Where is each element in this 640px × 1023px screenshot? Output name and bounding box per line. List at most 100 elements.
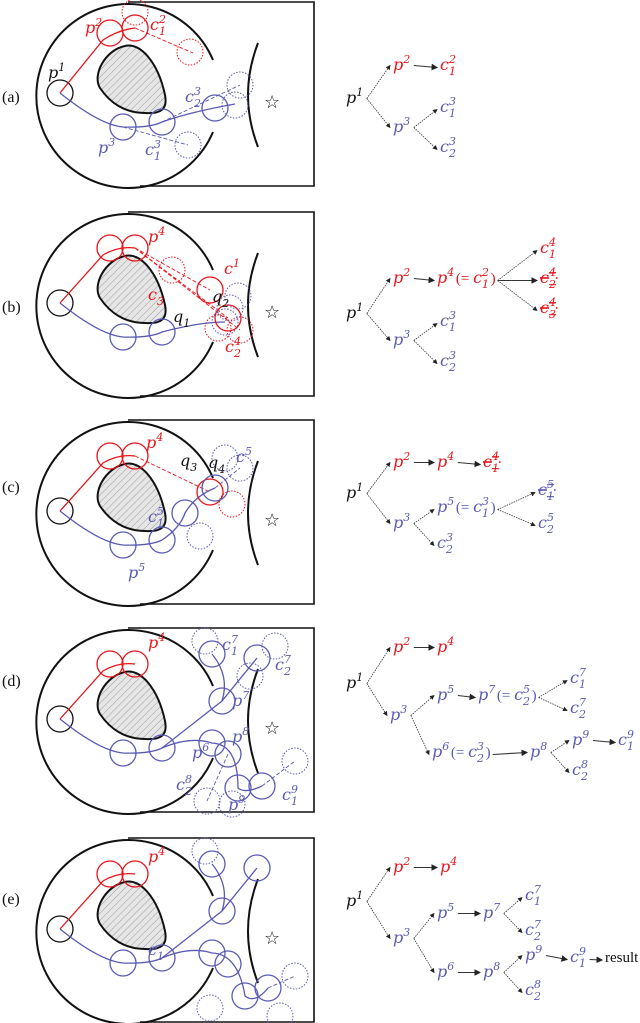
tree-edge-arrow <box>589 956 604 964</box>
workspace-boundary <box>128 211 315 397</box>
figure-label: c1 <box>224 257 242 278</box>
candidate-circle-red <box>121 0 149 26</box>
trajectory-blue <box>211 863 226 912</box>
tree-edge-arrow <box>413 127 438 151</box>
tree-edge-arrow <box>413 323 438 341</box>
tree-node: p4 <box>440 855 459 876</box>
figure-label: p9 <box>228 793 247 814</box>
tree-edge-arrow <box>413 63 439 71</box>
node-circle-blue <box>243 644 271 672</box>
tree-edge-arrow <box>366 866 391 902</box>
trajectory-red <box>59 455 136 512</box>
tree-edge-arrow <box>503 954 523 973</box>
figure-label: p7 <box>232 689 251 710</box>
candidate-circle-blue <box>226 454 254 482</box>
node-circle-red <box>196 478 224 506</box>
node-circle-blue <box>109 949 137 977</box>
tree-edge-arrow <box>545 954 569 962</box>
node-circle-blue <box>109 531 137 559</box>
tree-node: p7 <box>483 901 502 922</box>
candidate-circle-blue <box>191 837 219 865</box>
tree-node: p2 <box>393 53 412 74</box>
figure-label: q2 <box>212 287 231 310</box>
concave-wall <box>247 878 259 984</box>
node-circle-blue <box>109 739 137 767</box>
trajectory-blue <box>214 467 241 489</box>
trajectory-blue <box>161 84 241 123</box>
trajectory-red <box>134 27 194 54</box>
tree-edge-arrow <box>413 340 438 365</box>
trajectory-blue <box>59 92 236 128</box>
trajectory-blue <box>211 653 226 702</box>
panel-label: (e) <box>2 891 20 908</box>
candidate-circle-blue <box>196 994 224 1022</box>
node-circle-blue <box>198 640 226 668</box>
tree-node: p1 <box>346 671 365 692</box>
node-circle-blue <box>109 323 137 351</box>
workspace-boundary <box>128 837 315 1023</box>
trajectory-blue <box>206 753 229 802</box>
node-circle-red <box>121 650 149 678</box>
tree-edge-arrow <box>366 313 391 342</box>
node-circle-red <box>96 234 124 262</box>
tree-edge-arrow <box>413 109 438 128</box>
tree-edge-arrow <box>503 972 523 994</box>
node-circle-blue <box>198 939 226 967</box>
node-circle-blue <box>214 950 242 978</box>
environment-figure: ☆ <box>35 0 315 189</box>
tree-edge-arrow <box>366 493 391 525</box>
obstacle <box>96 254 167 325</box>
figure-label: p2 <box>85 16 104 37</box>
node-circle-red <box>96 860 124 888</box>
node-circle-blue <box>208 897 236 925</box>
tree-edge-arrow <box>366 98 391 129</box>
obstacle <box>96 670 167 741</box>
candidate-circle-blue <box>221 91 249 119</box>
figure-label: p4 <box>146 431 165 452</box>
trajectory-blue <box>267 975 296 989</box>
node-circle-blue <box>148 734 176 762</box>
node-circle-blue <box>248 772 276 800</box>
tree-edge-arrow <box>366 277 391 314</box>
candidate-circle-blue <box>211 308 239 336</box>
concave-wall <box>247 252 259 358</box>
trajectory-blue <box>59 867 258 964</box>
start-node-circle <box>46 79 74 107</box>
circular-wall <box>35 629 214 815</box>
tree-edge-arrow <box>413 912 435 939</box>
environment-figure: ☆ <box>35 627 315 818</box>
node-circle-blue <box>243 854 271 882</box>
obstacle <box>96 462 167 533</box>
trajectory-red <box>59 247 136 304</box>
candidate-circle-blue <box>191 627 219 655</box>
tree-edge-arrow <box>366 683 388 717</box>
environment-figure: ☆ <box>35 419 315 607</box>
trajectory-blue <box>59 487 216 546</box>
workspace-boundary <box>128 627 315 813</box>
node-circle-blue <box>148 108 176 136</box>
tree-edge-arrow <box>366 646 391 684</box>
tree-node: p1 <box>346 86 365 107</box>
trajectory-red <box>134 455 211 493</box>
node-circle-blue <box>148 526 176 554</box>
node-circle-blue <box>109 113 137 141</box>
